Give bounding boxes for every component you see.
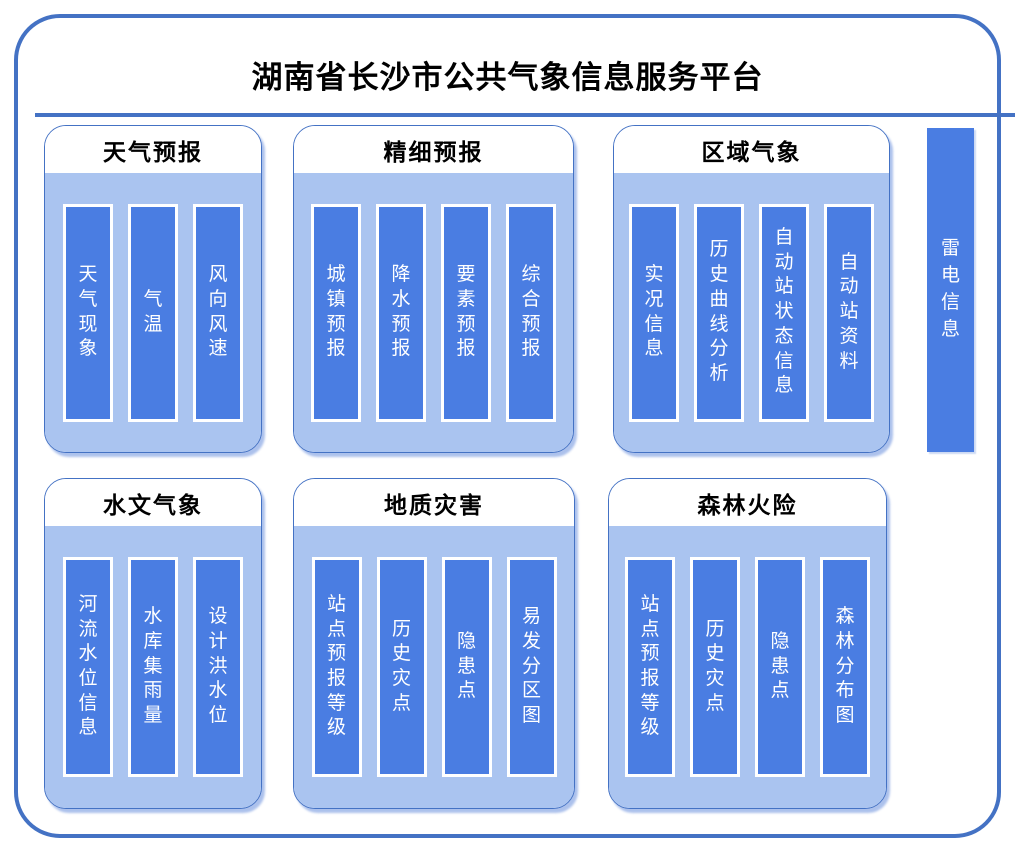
- panel-regional-weather: 区域气象 实 况 信 息 历 史 曲 线 分 析 自 动 站 状 态 信 息 自…: [613, 125, 890, 453]
- item-bar-element-forecast: 要 素 预 报: [441, 203, 491, 422]
- item-bar-forest-distribution-map: 森 林 分 布 图: [820, 557, 870, 777]
- item-label: 历 史 灾 点: [705, 618, 725, 714]
- panel-regional-weather-body: 实 况 信 息 历 史 曲 线 分 析 自 动 站 状 态 信 息 自 动 站 …: [614, 173, 889, 452]
- item-label: 易 发 分 区 图: [521, 606, 541, 727]
- item-bar-station-forecast-level: 站 点 预 报 等 级: [625, 557, 675, 777]
- item-bar-hidden-danger-points: 隐 患 点: [755, 557, 805, 777]
- title-divider: [35, 113, 1015, 117]
- item-label: 河 流 水 位 信 息: [78, 593, 98, 739]
- item-bar-history-curve-analysis: 历 史 曲 线 分 析: [694, 203, 744, 422]
- item-bar-live-info: 实 况 信 息: [629, 203, 679, 422]
- panel-weather-forecast-body: 天 气 现 象 气 温 风 向 风 速: [45, 173, 261, 452]
- item-bar-historical-disaster-points: 历 史 灾 点: [690, 557, 740, 777]
- item-bar-temperature: 气 温: [128, 203, 178, 422]
- item-label: 站 点 预 报 等 级: [640, 593, 660, 739]
- lightning-info-label: 雷 电 信 息: [940, 238, 960, 340]
- item-label: 气 温: [143, 288, 163, 335]
- panel-forest-fire-body: 站 点 预 报 等 级 历 史 灾 点 隐 患 点 森 林 分 布 图: [609, 526, 886, 808]
- item-label: 综 合 预 报: [521, 264, 541, 360]
- panel-forest-fire: 森林火险 站 点 预 报 等 级 历 史 灾 点 隐 患 点 森 林 分 布 图: [608, 478, 887, 809]
- page-title: 湖南省长沙市公共气象信息服务平台: [251, 60, 764, 95]
- item-bar-design-flood-level: 设 计 洪 水 位: [193, 557, 243, 777]
- item-label: 站 点 预 报 等 级: [326, 593, 346, 739]
- panel-hydrometeorology-title: 水文气象: [45, 479, 261, 526]
- panel-weather-forecast-title: 天气预报: [45, 126, 261, 173]
- item-label: 要 素 预 报: [456, 264, 476, 360]
- item-bar-historical-disaster-points: 历 史 灾 点: [376, 557, 427, 777]
- panel-hydrometeorology: 水文气象 河 流 水 位 信 息 水 库 集 雨 量 设 计 洪 水 位: [44, 478, 262, 809]
- item-label: 历 史 曲 线 分 析: [709, 239, 729, 384]
- item-bar-autostation-status: 自 动 站 状 态 信 息: [759, 203, 809, 422]
- item-bar-wind: 风 向 风 速: [193, 203, 243, 422]
- panel-geological-disaster-body: 站 点 预 报 等 级 历 史 灾 点 隐 患 点 易 发 分 区 图: [294, 526, 574, 808]
- panel-forest-fire-title: 森林火险: [609, 479, 886, 526]
- item-label: 城 镇 预 报: [326, 264, 346, 360]
- item-label: 隐 患 点: [456, 630, 476, 702]
- item-label: 水 库 集 雨 量: [143, 606, 163, 727]
- panel-geological-disaster-title: 地质灾害: [294, 479, 574, 526]
- item-label: 森 林 分 布 图: [835, 606, 855, 727]
- item-label: 历 史 灾 点: [391, 618, 411, 714]
- item-bar-river-water-level: 河 流 水 位 信 息: [63, 557, 113, 777]
- item-label: 天 气 现 象: [78, 264, 98, 360]
- item-bar-prone-zone-map: 易 发 分 区 图: [506, 557, 557, 777]
- lightning-info-bar: 雷 电 信 息: [927, 128, 974, 452]
- item-label: 设 计 洪 水 位: [208, 606, 228, 727]
- item-bar-hidden-danger-points: 隐 患 点: [441, 557, 492, 777]
- item-label: 降 水 预 报: [391, 264, 411, 360]
- panel-fine-forecast: 精细预报 城 镇 预 报 降 水 预 报 要 素 预 报 综 合 预 报: [293, 125, 574, 453]
- item-bar-reservoir-rainfall: 水 库 集 雨 量: [128, 557, 178, 777]
- item-label: 实 况 信 息: [644, 264, 664, 360]
- item-bar-precipitation-forecast: 降 水 预 报: [376, 203, 426, 422]
- item-label: 自 动 站 资 料: [839, 251, 859, 372]
- item-label: 隐 患 点: [770, 630, 790, 702]
- item-label: 自 动 站 状 态 信 息: [774, 227, 794, 397]
- panel-fine-forecast-title: 精细预报: [294, 126, 573, 173]
- item-bar-town-forecast: 城 镇 预 报: [311, 203, 361, 422]
- panel-geological-disaster: 地质灾害 站 点 预 报 等 级 历 史 灾 点 隐 患 点 易 发 分 区 图: [293, 478, 575, 809]
- item-bar-weather-phenomena: 天 气 现 象: [63, 203, 113, 422]
- panel-hydrometeorology-body: 河 流 水 位 信 息 水 库 集 雨 量 设 计 洪 水 位: [45, 526, 261, 808]
- item-bar-station-forecast-level: 站 点 预 报 等 级: [311, 557, 362, 777]
- panel-fine-forecast-body: 城 镇 预 报 降 水 预 报 要 素 预 报 综 合 预 报: [294, 173, 573, 452]
- panel-regional-weather-title: 区域气象: [614, 126, 889, 173]
- item-bar-autostation-data: 自 动 站 资 料: [824, 203, 874, 422]
- panel-weather-forecast: 天气预报 天 气 现 象 气 温 风 向 风 速: [44, 125, 262, 453]
- item-bar-comprehensive-forecast: 综 合 预 报: [506, 203, 556, 422]
- item-label: 风 向 风 速: [208, 264, 228, 360]
